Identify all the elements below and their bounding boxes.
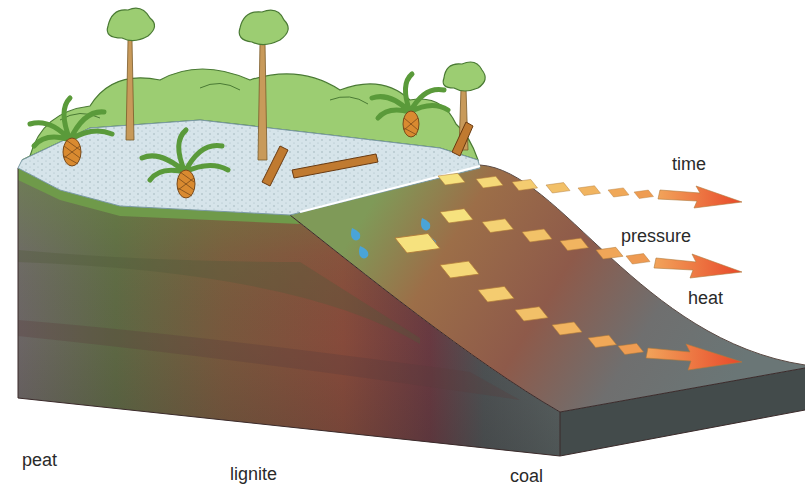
arrow-tile	[395, 234, 440, 254]
arrow-tile	[512, 179, 538, 190]
arrow-tile	[515, 307, 548, 321]
arrow-bolt	[654, 254, 742, 278]
palm-tree	[30, 74, 448, 198]
layer-label: peat	[22, 450, 57, 471]
layer-label: heat	[688, 288, 723, 309]
water-drop	[351, 228, 360, 241]
tree-trunk	[126, 40, 134, 140]
arrow-tile	[588, 335, 617, 347]
palm-trunk	[403, 111, 419, 137]
arrow-bolt	[646, 344, 742, 370]
arrow-tile	[438, 173, 465, 185]
arrow-tile	[578, 186, 601, 196]
far-edge	[480, 165, 805, 365]
arrow-tile	[482, 219, 514, 233]
time-arrow	[438, 173, 742, 208]
log	[452, 122, 473, 156]
water-drop	[359, 246, 368, 259]
log	[262, 146, 288, 186]
palm-trunk-texture	[404, 118, 418, 135]
arrow-tile	[626, 254, 650, 264]
arrow-tile	[596, 247, 623, 259]
log	[292, 154, 378, 178]
arrow-tile	[634, 190, 654, 198]
tall-tree	[107, 8, 485, 160]
swamp-surface	[18, 69, 480, 215]
curved-top-surface	[290, 165, 805, 412]
palm-trunk	[177, 170, 195, 198]
heat-arrow	[395, 234, 742, 371]
tree-crown	[239, 10, 288, 44]
arrow-tile	[560, 238, 589, 250]
layer-label: pressure	[621, 226, 691, 247]
vegetation	[60, 83, 368, 120]
arrow-tile	[476, 176, 503, 188]
fallen-log	[262, 122, 473, 186]
arrow-bolt	[658, 186, 742, 208]
arrow-tile	[440, 261, 479, 278]
layer-label: lignite	[230, 464, 277, 485]
arrow-tile	[552, 322, 582, 335]
arrow-tile	[546, 183, 570, 193]
tree-crown	[107, 8, 154, 40]
water-edge	[300, 166, 480, 212]
water-drop	[421, 218, 430, 231]
pressure-arrow	[440, 209, 742, 278]
arrow-tile	[478, 286, 514, 302]
rock-block	[18, 165, 805, 456]
arrow-tile	[522, 229, 552, 242]
tree-crown	[443, 62, 485, 91]
palm-trunk	[63, 138, 81, 166]
palm-trunk-texture	[64, 140, 80, 164]
arrow-tile	[440, 209, 473, 223]
layer-label: time	[672, 154, 706, 175]
arrow-tile	[608, 188, 629, 197]
block-outline	[18, 168, 805, 456]
palm-trunk-texture	[178, 172, 194, 196]
arrow-tile	[618, 343, 644, 354]
layer-label: coal	[510, 466, 543, 487]
tree-trunk	[258, 42, 267, 160]
right-face	[560, 368, 805, 456]
